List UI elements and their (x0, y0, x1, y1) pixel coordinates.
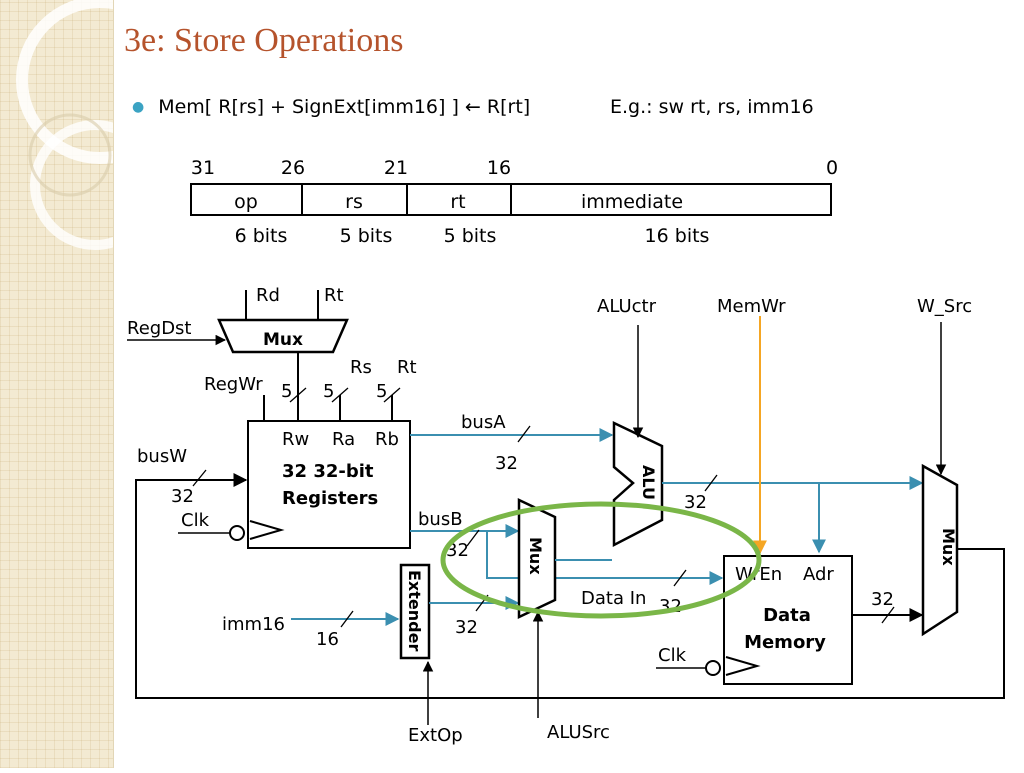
data-memory-line2: Memory (744, 632, 826, 653)
rt-label: Rt (324, 285, 344, 306)
field-name: rt (450, 191, 465, 213)
memwr-label: MemWr (717, 296, 786, 317)
alu: ALU ALUctr 32 (597, 296, 924, 554)
writeback-mux-label: Mux (939, 528, 958, 566)
register-file: Rw Ra Rb 32 32-bit Registers Clk (178, 420, 411, 549)
bit-position: 16 (487, 157, 511, 179)
width-label: 32 (171, 486, 194, 507)
width-label: 32 (684, 492, 707, 513)
regdst-label: RegDst (127, 318, 192, 339)
alusrc-mux-shape (517, 498, 557, 619)
bus-slash (673, 569, 687, 587)
port-rb-label: Rb (375, 429, 399, 450)
field-width: 16 bits (645, 225, 710, 247)
rd-label: Rd (256, 285, 280, 306)
data-in-line (486, 531, 724, 585)
regdst-mux-shape (217, 318, 349, 354)
imm16-label: imm16 (222, 614, 285, 635)
port-rw-label: Rw (282, 429, 309, 450)
rt-label: Rt (397, 357, 417, 378)
bus-slash (383, 387, 401, 403)
clock-triangle-icon (725, 656, 761, 676)
aluctr-label: ALUctr (597, 296, 657, 317)
regdst-mux-label: Mux (263, 330, 303, 350)
instruction-format: 31 26 21 16 0 op rs rt immediate 6 bits … (190, 157, 838, 247)
bullet-dot-icon: ● (132, 99, 145, 115)
slide-title: 3e: Store Operations (124, 22, 404, 59)
rs-label: Rs (350, 357, 372, 378)
bit-position: 26 (281, 157, 305, 179)
extender-label: Extender (405, 570, 424, 651)
bit-position: 21 (384, 157, 408, 179)
alusrc-mux-label: Mux (526, 537, 545, 575)
bus-slash (881, 606, 895, 624)
alusrc-mux: Mux ALUSrc (517, 498, 612, 743)
bit-position: 31 (191, 157, 215, 179)
data-memory-line1: Data (763, 605, 811, 626)
alu-shape (612, 421, 664, 548)
bus-slash (704, 474, 718, 492)
clock-triangle-icon (249, 520, 285, 540)
bus-slash (466, 529, 480, 547)
regfile-title-line2: Registers (282, 488, 378, 509)
bus-slash (340, 610, 354, 628)
bus-slash (192, 469, 207, 487)
regfile-title-line1: 32 32-bit (282, 461, 374, 482)
bullet-example: E.g.: sw rt, rs, imm16 (610, 96, 814, 118)
clk-label: Clk (181, 510, 210, 531)
bullet-item: ● Mem[ R[rs] + SignExt[imm16] ] ← R[rt] (132, 96, 530, 118)
alu-label: ALU (639, 465, 658, 500)
bus-slash (289, 387, 307, 403)
wsrc-label: W_Src (917, 296, 972, 317)
field-width: 5 bits (444, 225, 497, 247)
busa-path: busA 32 (410, 412, 614, 474)
clock-bubble-icon (229, 525, 245, 541)
bus-slash (517, 425, 531, 443)
data-memory: MemWr WrEn Adr Data Memory Data In 32 Cl… (581, 296, 924, 685)
busa-label: busA (461, 412, 506, 433)
bit-position: 0 (826, 157, 838, 179)
field-width: 5 bits (340, 225, 393, 247)
port-ra-label: Ra (332, 429, 355, 450)
bullet-text: Mem[ R[rs] + SignExt[imm16] ] ← R[rt] (158, 96, 531, 118)
regdst-mux: Rd Rt Mux RegDst (127, 285, 349, 354)
regwr-label: RegWr (204, 374, 263, 395)
field-name: rs (345, 191, 363, 213)
adr-label: Adr (803, 564, 834, 585)
busb-label: busB (418, 509, 463, 530)
alusrc-label: ALUSrc (547, 722, 610, 743)
busw-label: busW (137, 446, 187, 467)
data-in-label: Data In (581, 588, 646, 609)
extender-box (399, 563, 431, 660)
decorative-sidebar (0, 0, 184, 768)
clock-bubble-icon (705, 660, 721, 676)
writeback-mux: Mux W_Src (917, 296, 972, 637)
extop-label: ExtOp (408, 725, 463, 746)
field-width: 6 bits (235, 225, 288, 247)
busw-line (135, 473, 1005, 699)
width-label: 5 (376, 381, 387, 402)
extender: Extender imm16 16 32 ExtOp (222, 563, 520, 746)
highlight-ellipse (440, 501, 762, 619)
field-name: op (234, 191, 258, 213)
register-file-box (247, 420, 411, 549)
clk-label: Clk (658, 645, 687, 666)
width-label: 16 (316, 629, 339, 650)
bus-slash (331, 387, 349, 403)
width-label: 32 (871, 589, 894, 610)
width-label: 32 (455, 617, 478, 638)
field-name: immediate (581, 191, 683, 213)
busw-path: busW 32 (135, 446, 1005, 699)
width-label: 5 (323, 381, 334, 402)
width-label: 5 (281, 381, 292, 402)
regfile-inputs: RegWr Rs Rt 5 5 5 (204, 352, 417, 421)
busb-path: busB 32 (410, 509, 724, 585)
writeback-mux-shape (921, 463, 959, 637)
width-label: 32 (495, 453, 518, 474)
